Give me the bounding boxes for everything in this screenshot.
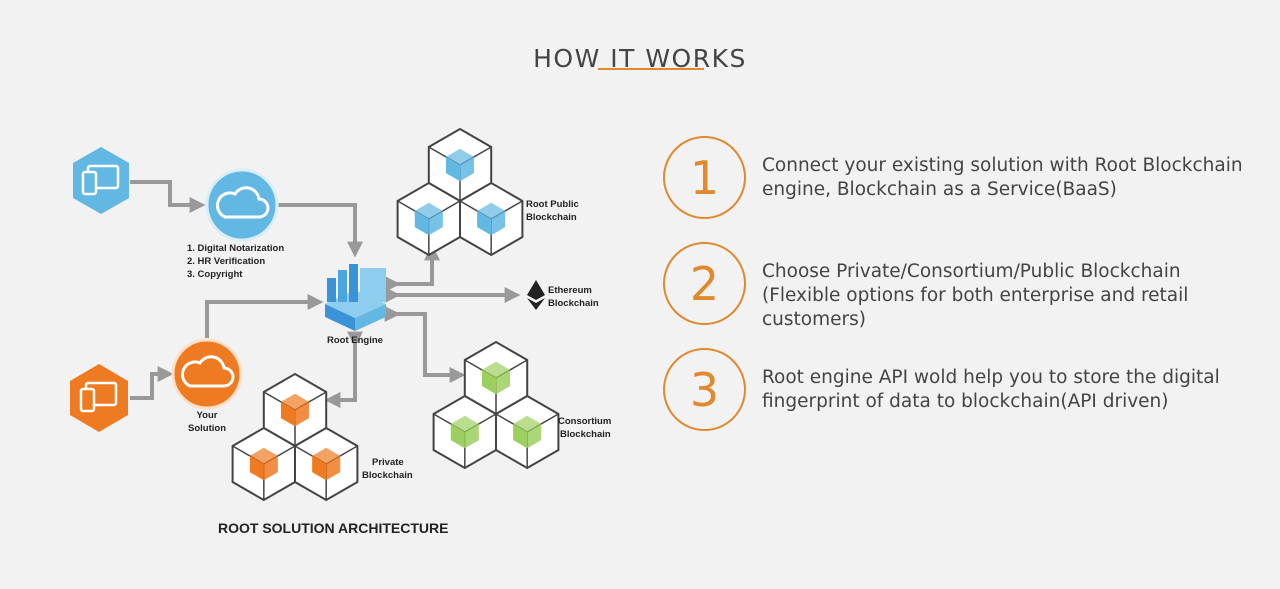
ethereum-label: Ethereum — [548, 285, 592, 296]
arrow-solution-to-engine — [205, 294, 324, 338]
arrow-engine-private — [324, 331, 363, 408]
block-cube-fill — [249, 455, 264, 481]
block-cube-fill — [312, 455, 327, 481]
consortium-label: Blockchain — [560, 429, 611, 440]
diagram-caption: ROOT SOLUTION ARCHITECTURE — [218, 520, 448, 536]
consortium-blockchain-cubes — [432, 340, 560, 470]
your-device-icon — [70, 364, 128, 432]
private-label: Blockchain — [362, 470, 413, 481]
block-cube-fill — [464, 423, 479, 449]
consortium-label: Consortium — [558, 416, 611, 427]
your-solution-cloud-icon — [171, 338, 243, 410]
block-cube-fill — [477, 210, 492, 236]
step-1: 1 Connect your existing solution with Ro… — [663, 136, 1263, 222]
step-description: Root engine API wold help you to store t… — [762, 367, 1220, 412]
private-blockchain-cubes — [231, 372, 359, 502]
your-solution-label: Solution — [188, 423, 226, 434]
cloud-service-icon — [205, 168, 279, 242]
block-cube-fill — [477, 202, 506, 219]
arrow-device2-to-cloud2 — [130, 366, 174, 400]
block-cube-fill — [326, 455, 341, 481]
block-cube-fill — [428, 210, 443, 236]
private-label: Private — [372, 457, 404, 468]
block-cube-fill — [263, 455, 278, 481]
step-description: Choose Private/Consortium/Public Blockch… — [762, 261, 1189, 330]
arrow-cloud-to-engine — [278, 203, 363, 258]
block-cube-fill — [513, 415, 542, 432]
step-description: Connect your existing solution with Root… — [762, 155, 1243, 200]
block-cube-fill — [481, 369, 496, 395]
title-underline — [598, 68, 704, 70]
section-title: HOW IT WORKS — [533, 43, 747, 73]
architecture-diagram: 1. Digital Notarization 2. HR Verificati… — [70, 127, 611, 536]
block-cube-fill — [280, 401, 295, 427]
block-cube-fill — [450, 423, 465, 449]
block-cube-fill — [481, 361, 511, 378]
block-cube-fill — [280, 393, 310, 410]
ethereum-icon — [527, 280, 545, 310]
block-cube-fill — [460, 156, 475, 182]
feature-label: 3. Copyright — [187, 269, 243, 280]
connector-arrows — [130, 180, 521, 408]
block-cube-fill — [445, 156, 460, 182]
block-cube-fill — [513, 423, 528, 449]
block-cube-fill — [450, 415, 479, 432]
your-solution-label: Your — [197, 410, 218, 421]
block-cube-fill — [527, 423, 542, 449]
root-engine-icon — [325, 264, 386, 331]
root-public-blockchain-cubes — [396, 127, 524, 257]
block-cube-fill — [249, 447, 278, 464]
arrow-engine-public — [384, 244, 440, 292]
block-cube-fill — [491, 210, 506, 236]
block-cube-fill — [496, 369, 511, 395]
ethereum-label: Blockchain — [548, 298, 599, 309]
block-cube-fill — [414, 202, 443, 219]
root-public-label: Blockchain — [526, 212, 577, 223]
root-engine-label: Root Engine — [327, 335, 383, 346]
arrow-device-to-cloud — [130, 180, 206, 213]
block-cube-fill — [445, 148, 475, 165]
step-number-badge: 3 — [663, 348, 746, 431]
step-number-badge: 1 — [663, 136, 746, 219]
step-3: 3 Root engine API wold help you to store… — [663, 348, 1263, 434]
step-2: 2 Choose Private/Consortium/Public Block… — [663, 242, 1263, 330]
block-cube-fill — [295, 401, 310, 427]
block-cube-fill — [414, 210, 429, 236]
feature-label: 2. HR Verification — [187, 256, 265, 267]
client-device-icon — [73, 147, 129, 214]
root-public-label: Root Public — [526, 199, 579, 210]
block-cube-fill — [312, 447, 341, 464]
feature-label: 1. Digital Notarization — [187, 243, 284, 254]
step-number-badge: 2 — [663, 242, 746, 325]
arrow-engine-consortium — [384, 306, 466, 383]
